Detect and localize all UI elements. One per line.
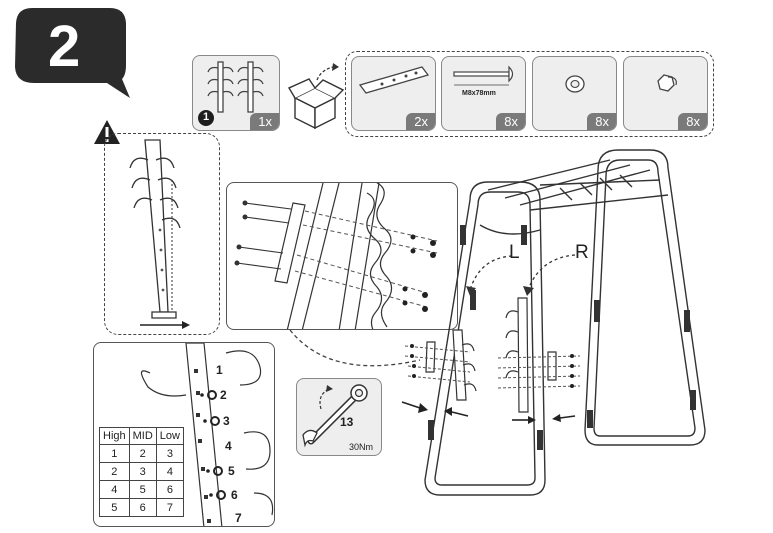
table-cell: 4 <box>155 462 184 481</box>
washer-icon <box>565 75 585 93</box>
table-cell: 7 <box>155 498 184 517</box>
table-cell: 5 <box>99 498 130 517</box>
bolt-icon <box>453 65 514 86</box>
hole-label-4: 4 <box>225 439 232 453</box>
table-row: 5 6 7 <box>99 498 184 517</box>
cap-nut-icon <box>657 74 677 92</box>
torque-label: 30Nm <box>349 442 374 452</box>
post-rack-icon <box>207 61 264 113</box>
post-orientation-panel <box>104 133 220 335</box>
part-bracket-panel: 2x <box>351 56 436 131</box>
bracket-plate-icon <box>358 66 430 94</box>
bolt-qty-badge: 8x <box>496 113 525 130</box>
height-table: High MID Low 1 2 3 2 3 4 4 5 6 5 <box>99 427 184 517</box>
left-side-label: L <box>509 242 520 263</box>
post-qty-badge: 1x <box>250 113 279 130</box>
right-side-label: R <box>575 242 589 263</box>
item-marker-circle <box>198 110 214 126</box>
wrench-icon <box>302 384 368 448</box>
wrench-size-label: 13 <box>340 415 354 429</box>
step-number: 2 <box>48 14 81 79</box>
box-icon <box>287 63 347 130</box>
hole-label-6: 6 <box>231 488 238 502</box>
bracket-qty-badge: 2x <box>406 113 435 130</box>
washer-qty-badge: 8x <box>587 113 616 130</box>
bolt-insertion-panel <box>226 182 458 330</box>
torque-panel: 13 30Nm <box>296 378 382 456</box>
hole-label-1: 1 <box>216 363 223 377</box>
nut-qty-badge: 8x <box>678 113 707 130</box>
hole-label-7: 7 <box>235 511 242 525</box>
table-row: 2 3 4 <box>99 462 184 481</box>
bolt-insertion-drawing <box>234 183 438 329</box>
hole-label-3: 3 <box>223 414 230 428</box>
speech-bubble-shape <box>15 8 130 98</box>
table-row: 1 2 3 <box>99 444 184 463</box>
height-detail-drawing <box>140 343 274 526</box>
part-bolt-panel: M8x78mm 8x <box>441 56 526 131</box>
hole-label-2: 2 <box>220 388 227 402</box>
part-washer-panel: 8x <box>532 56 617 131</box>
part-post-panel: 1 1x <box>192 55 280 131</box>
hardware-group <box>345 51 714 137</box>
part-nut-panel: 8x <box>623 56 708 131</box>
bolt-size-label: M8x78mm <box>462 90 496 97</box>
hole-label-5: 5 <box>228 464 235 478</box>
step-badge: 2 <box>12 5 132 100</box>
height-detail-panel: High MID Low 1 2 3 2 3 4 4 5 6 5 <box>93 342 275 527</box>
item-marker-number: 1 <box>202 111 210 123</box>
